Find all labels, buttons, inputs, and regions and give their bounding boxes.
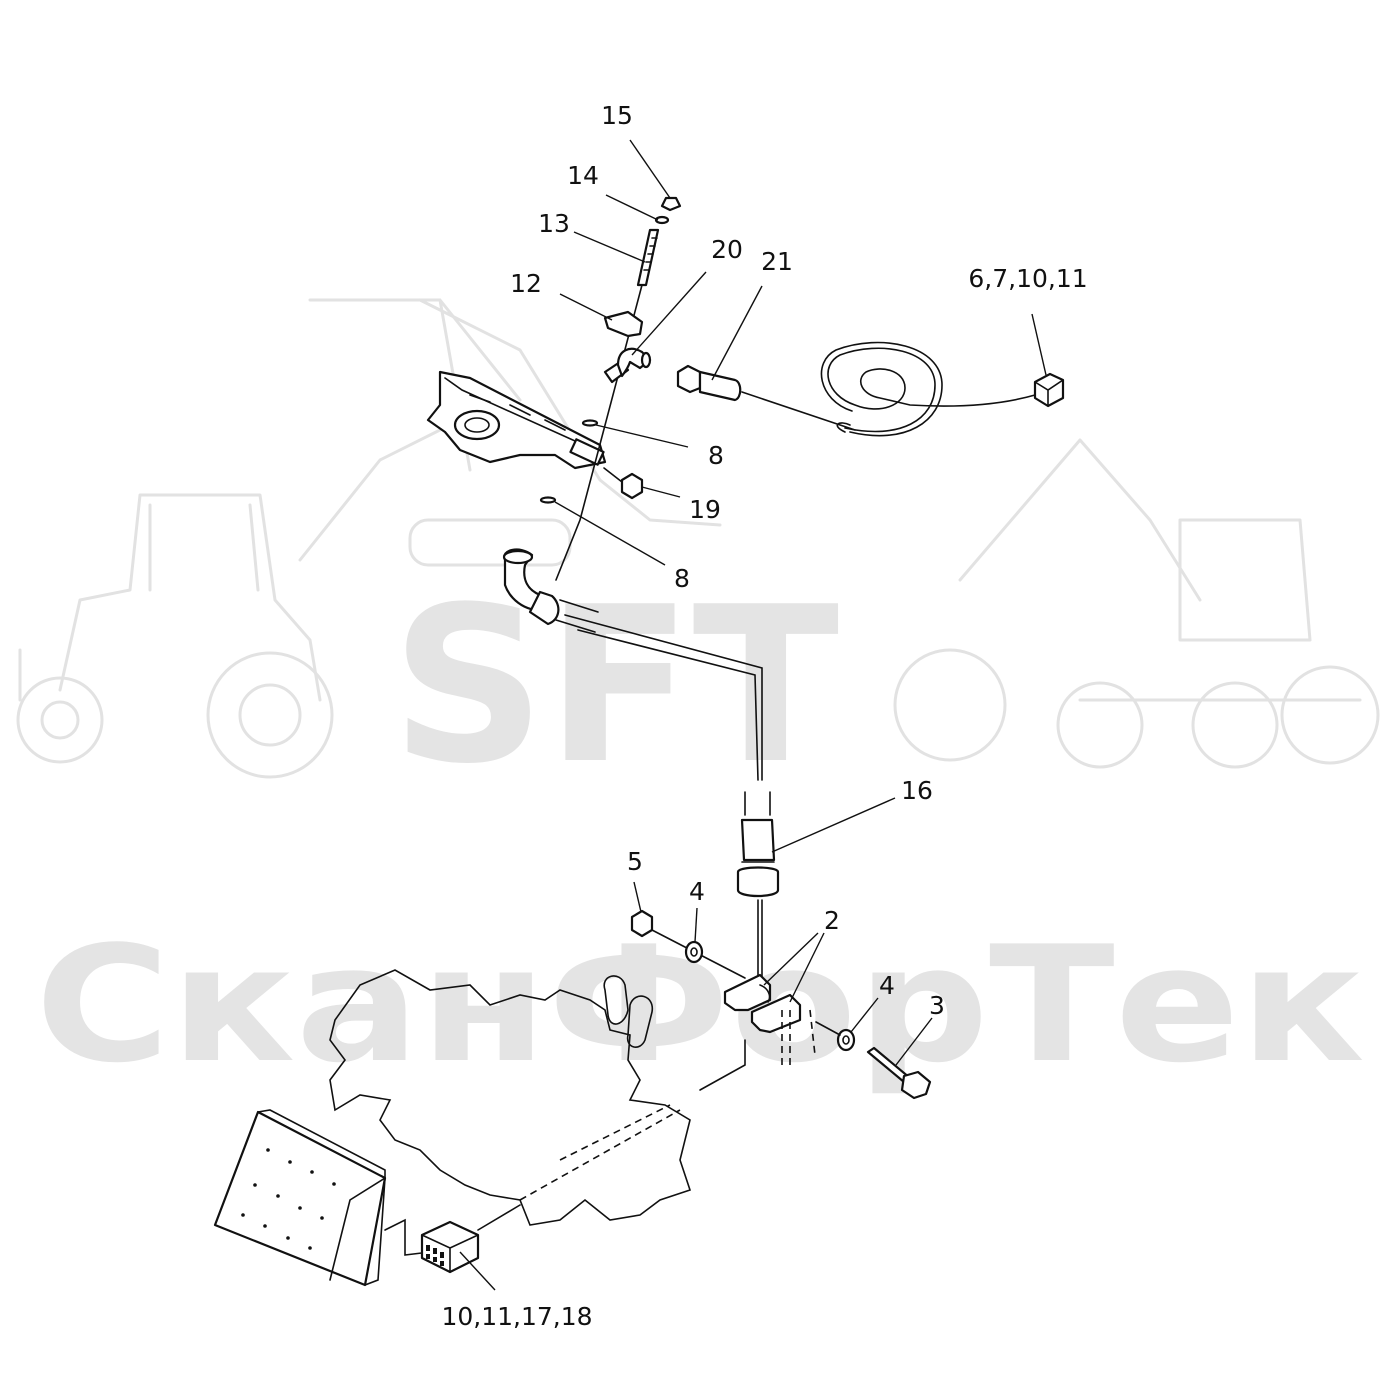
callout-2: 2 bbox=[824, 906, 840, 935]
watermark-logo: SFT bbox=[391, 560, 839, 811]
watermark: SFT СканФорТек bbox=[16, 298, 1380, 1098]
washer-4-right bbox=[836, 1028, 856, 1052]
callout-12: 12 bbox=[510, 269, 542, 298]
cable-coil bbox=[820, 341, 1065, 437]
mounting-plate bbox=[426, 370, 607, 470]
speed-sensor bbox=[676, 364, 856, 433]
watermark-name: СканФорТек bbox=[35, 911, 1365, 1098]
callout-16: 16 bbox=[901, 776, 933, 805]
callout-20: 20 bbox=[711, 235, 743, 264]
callout-6-7-10-11: 6,7,10,11 bbox=[968, 264, 1087, 293]
sensor-stud-assembly bbox=[539, 196, 682, 581]
callout-14: 14 bbox=[567, 161, 599, 190]
engine-block bbox=[329, 969, 692, 1226]
callout-3: 3 bbox=[929, 991, 945, 1020]
callout-19: 19 bbox=[689, 495, 721, 524]
callout-5: 5 bbox=[627, 847, 643, 876]
washer-4-left bbox=[684, 940, 704, 964]
adapter-fitting bbox=[603, 467, 644, 500]
callout-4-right: 4 bbox=[879, 971, 895, 1000]
watermark-excavator-center bbox=[298, 298, 722, 567]
callout-21: 21 bbox=[761, 247, 793, 276]
watermark-excavator-right bbox=[893, 438, 1380, 769]
callout-13: 13 bbox=[538, 209, 570, 238]
callout-10-11-17-18: 10,11,17,18 bbox=[441, 1302, 592, 1331]
callout-8-lower: 8 bbox=[674, 564, 690, 593]
control-unit bbox=[213, 1109, 431, 1287]
callout-8-upper: 8 bbox=[708, 441, 724, 470]
clamp-assembly bbox=[630, 909, 932, 1100]
elbow-fitting bbox=[603, 347, 652, 384]
harness-connector bbox=[420, 1204, 521, 1274]
nut-5 bbox=[630, 909, 654, 938]
callout-15: 15 bbox=[601, 101, 633, 130]
callout-4-left: 4 bbox=[689, 877, 705, 906]
sensor-tube bbox=[502, 548, 780, 986]
leader-lines bbox=[459, 139, 1047, 1291]
callout-labels: 15 14 13 12 20 21 6,7,10,11 8 19 8 16 5 … bbox=[441, 101, 1087, 1331]
